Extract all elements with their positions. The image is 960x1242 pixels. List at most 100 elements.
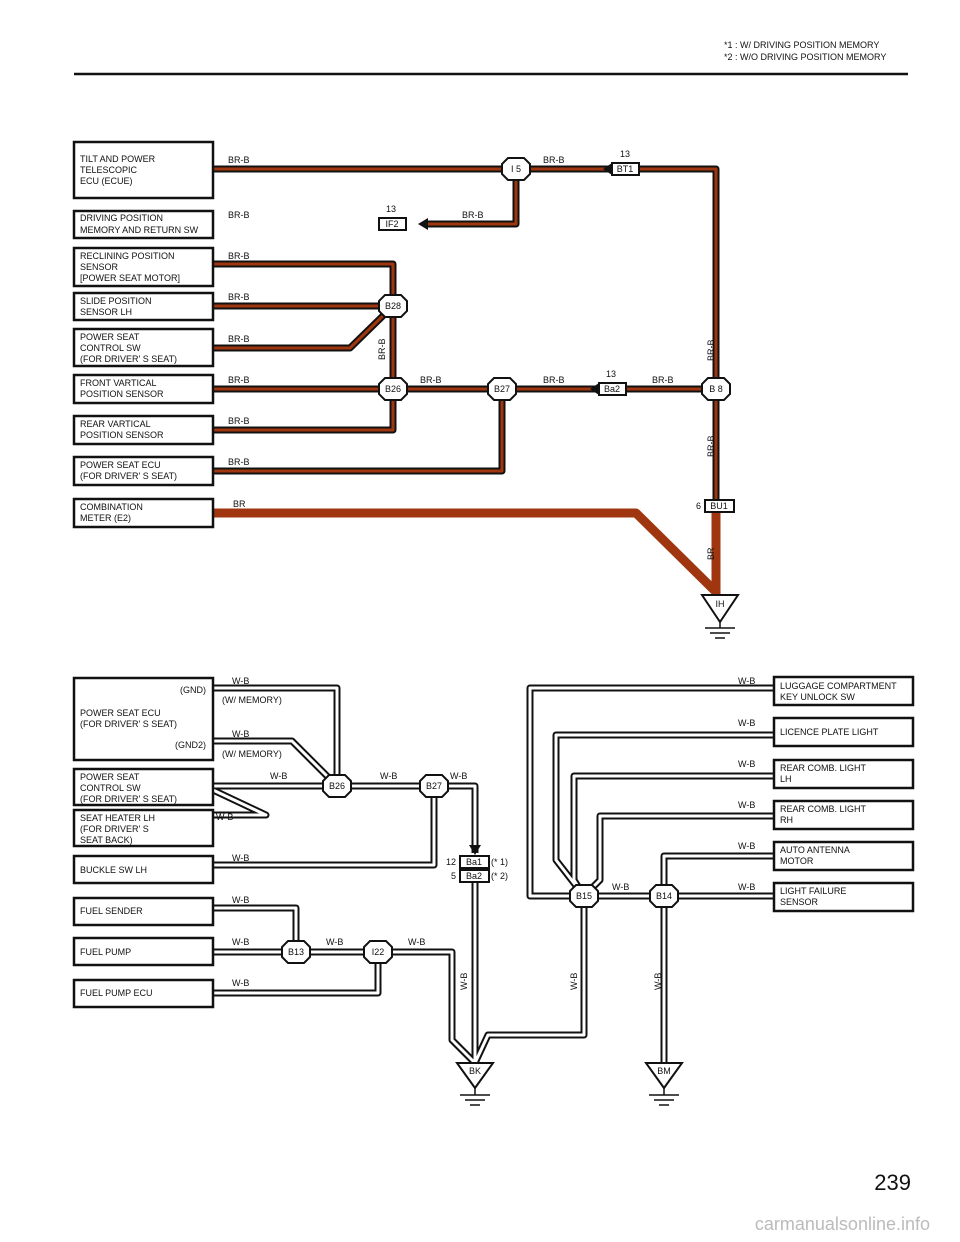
slide-box (72, 291, 215, 322)
comb-line-2: METER (E2) (80, 513, 131, 523)
junction-b27: B27 (487, 377, 517, 401)
pwr-ecu2-line-2: (FOR DRIVER' S SEAT) (80, 719, 177, 729)
rear-v-line-2: POSITION SENSOR (80, 430, 164, 440)
comb-line-1: COMBINATION (80, 502, 143, 512)
pwr-ecu-box (72, 455, 215, 487)
wire-label: BR-B (228, 457, 250, 467)
svg-text:B14: B14 (656, 891, 672, 901)
heater-line-2: (FOR DRIVER' S (80, 824, 149, 834)
pwr-sw2-line-1: POWER SEAT (80, 772, 140, 782)
wire-label: W-B (459, 973, 469, 990)
svg-text:IF2: IF2 (385, 219, 398, 229)
rear-rh-box (772, 799, 915, 831)
wire-label: W-B (380, 771, 397, 781)
svg-text:13: 13 (620, 149, 630, 159)
svg-text:B27: B27 (494, 384, 510, 394)
svg-text:B26: B26 (329, 781, 345, 791)
wire-label: W-B (408, 937, 425, 947)
pwr-sw-line-1: POWER SEAT (80, 332, 140, 342)
comb-box (72, 497, 215, 529)
licence-box (772, 716, 915, 748)
memory-label: (W/ MEMORY) (222, 695, 282, 705)
tilt-line-2: TELESCOPIC (80, 165, 138, 175)
wire-label: BR (706, 547, 716, 560)
antenna-line-1: AUTO ANTENNA (780, 845, 850, 855)
junction-b15: B15 (569, 884, 599, 908)
heater-line-3: SEAT BACK) (80, 835, 133, 845)
wire-label: BR-B (228, 416, 250, 426)
wire-label: W-B (653, 973, 663, 990)
top-junctions: I 5 B28 B26 B27 B 8 (378, 157, 731, 401)
bottom-right-components: LUGGAGE COMPARTMENT KEY UNLOCK SW LICENC… (772, 675, 915, 913)
wire-label: BR-B (462, 210, 484, 220)
luggage-line-2: KEY UNLOCK SW (780, 692, 855, 702)
wire-label: BR-B (228, 251, 250, 261)
pwr-sw2-line-2: CONTROL SW (80, 783, 141, 793)
front-v-line-1: FRONT VARTICAL (80, 378, 157, 388)
wire-label: W-B (232, 978, 249, 988)
wire-label: BR-B (543, 375, 565, 385)
drv-mem-line-2: MEMORY AND RETURN SW (80, 225, 199, 235)
svg-text:Ba2: Ba2 (604, 384, 620, 394)
svg-text:6: 6 (696, 501, 701, 511)
heater-line-1: SEAT HEATER LH (80, 813, 155, 823)
svg-text:(* 1): (* 1) (491, 857, 508, 867)
svg-text:13: 13 (386, 204, 396, 214)
wire-label: BR-B (228, 292, 250, 302)
drv-mem-box (72, 209, 215, 240)
svg-text:I 5: I 5 (511, 164, 521, 174)
page-number: 239 (874, 1170, 911, 1195)
wire-label: W-B (270, 771, 287, 781)
arrow-ba1 (469, 845, 481, 855)
wire-label: BR-B (706, 339, 716, 361)
rear-v-box (72, 414, 215, 446)
tilt-box (72, 140, 215, 200)
bottom-left-components: (GND) POWER SEAT ECU (FOR DRIVER' S SEAT… (72, 676, 215, 1009)
wire-label: W-B (232, 729, 249, 739)
pwr-sw2-line-3: (FOR DRIVER' S SEAT) (80, 794, 177, 804)
wire-label: W-B (738, 718, 755, 728)
junction-b28: B28 (378, 294, 408, 318)
wire-label: BR-B (543, 155, 565, 165)
recl-line-2: SENSOR (80, 262, 119, 272)
wire-label: W-B (569, 973, 579, 990)
svg-text:IH: IH (716, 599, 725, 609)
pwr-ecu-line-1: POWER SEAT ECU (80, 460, 161, 470)
slide-line-2: SENSOR LH (80, 307, 132, 317)
light-fail-line-1: LIGHT FAILURE (780, 886, 846, 896)
tilt-line-1: TILT AND POWER (80, 154, 156, 164)
note-2: *2 : W/O DRIVING POSITION MEMORY (724, 52, 886, 62)
fuel-pump-ecu-line-1: FUEL PUMP ECU (80, 988, 153, 998)
wire-label: BR-B (228, 334, 250, 344)
svg-text:5: 5 (451, 871, 456, 881)
wire-label: BR-B (228, 375, 250, 385)
svg-text:BU1: BU1 (710, 501, 728, 511)
arrow-bt1 (603, 163, 612, 175)
wire-label: W-B (326, 937, 343, 947)
rear-rh-line-1: REAR COMB. LIGHT (780, 804, 867, 814)
connector-if2: IF2 13 (378, 204, 407, 231)
light-fail-line-2: SENSOR (780, 897, 819, 907)
junction-b13: B13 (281, 940, 311, 964)
recl-box (72, 246, 215, 288)
pwr-ecu2-line-1: POWER SEAT ECU (80, 708, 161, 718)
svg-text:B 8: B 8 (709, 384, 723, 394)
front-v-line-2: POSITION SENSOR (80, 389, 164, 399)
wire-label: W-B (738, 882, 755, 892)
wire-label: BR-B (228, 155, 250, 165)
svg-text:I22: I22 (372, 947, 385, 957)
note-1: *1 : W/ DRIVING POSITION MEMORY (724, 40, 879, 50)
svg-text:12: 12 (446, 857, 456, 867)
recl-line-1: RECLINING POSITION (80, 251, 175, 261)
antenna-box (772, 840, 915, 872)
slide-line-1: SLIDE POSITION (80, 296, 152, 306)
gnd-label: (GND) (180, 685, 206, 695)
junction-b14: B14 (649, 884, 679, 908)
pwr-sw-line-2: CONTROL SW (80, 343, 141, 353)
